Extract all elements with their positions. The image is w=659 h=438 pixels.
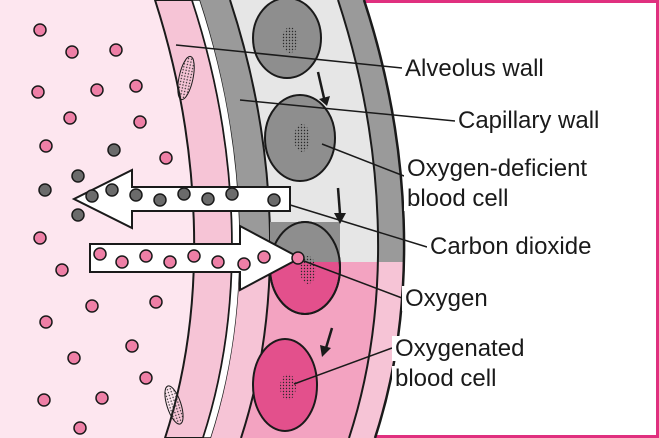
label-oxygenated-line1: Oxygenated: [392, 336, 527, 361]
oxygen-molecule: [56, 264, 68, 276]
oxygen-molecule: [68, 352, 80, 364]
label-oxygen-deficient-line2: blood cell: [404, 186, 511, 211]
carbon-dioxide-molecule: [268, 194, 280, 206]
label-capillary-wall: Capillary wall: [455, 108, 602, 133]
cell-nucleus: [294, 124, 310, 152]
oxygen-molecule: [64, 112, 76, 124]
cell-nucleus: [282, 27, 298, 53]
oxygen-molecule: [292, 252, 304, 264]
carbon-dioxide-molecule: [178, 188, 190, 200]
oxygen-molecule: [110, 44, 122, 56]
carbon-dioxide-molecule: [226, 188, 238, 200]
oxygen-molecule: [140, 250, 152, 262]
oxygen-molecule: [32, 86, 44, 98]
oxygen-molecule: [66, 46, 78, 58]
oxygen-molecule: [126, 340, 138, 352]
label-oxygenated-line2: blood cell: [392, 366, 499, 391]
oxygen-molecule: [150, 296, 162, 308]
label-oxygen: Oxygen: [402, 286, 491, 311]
oxygen-molecule: [258, 251, 270, 263]
carbon-dioxide-molecule: [202, 193, 214, 205]
oxygen-molecule: [91, 84, 103, 96]
carbon-dioxide-molecule: [106, 184, 118, 196]
oxygen-molecule: [134, 116, 146, 128]
oxygen-molecule: [38, 394, 50, 406]
oxygen-molecule: [164, 256, 176, 268]
label-oxygen-deficient-line1: Oxygen-deficient: [404, 156, 590, 181]
oxygen-molecule: [212, 256, 224, 268]
oxygen-molecule: [188, 250, 200, 262]
oxygen-molecule: [94, 248, 106, 260]
label-alveolus-wall: Alveolus wall: [402, 56, 547, 81]
carbon-dioxide-molecule: [130, 189, 142, 201]
oxygen-molecule: [96, 392, 108, 404]
oxygen-molecule: [34, 232, 46, 244]
oxygen-molecule: [40, 140, 52, 152]
carbon-dioxide-molecule: [39, 184, 51, 196]
carbon-dioxide-molecule: [72, 209, 84, 221]
oxygen-molecule: [140, 372, 152, 384]
oxygen-molecule: [130, 80, 142, 92]
carbon-dioxide-molecule: [72, 170, 84, 182]
oxygen-molecule: [160, 152, 172, 164]
cell-nucleus: [280, 374, 296, 400]
oxygen-molecule: [34, 24, 46, 36]
carbon-dioxide-molecule: [154, 194, 166, 206]
oxygen-molecule: [40, 316, 52, 328]
carbon-dioxide-molecule: [108, 144, 120, 156]
oxygen-molecule: [86, 300, 98, 312]
alveolus-space: [0, 0, 194, 438]
oxygen-molecule: [74, 422, 86, 434]
oxygen-molecule: [238, 258, 250, 270]
carbon-dioxide-molecule: [86, 190, 98, 202]
label-carbon-dioxide: Carbon dioxide: [427, 234, 594, 259]
oxygen-molecule: [116, 256, 128, 268]
